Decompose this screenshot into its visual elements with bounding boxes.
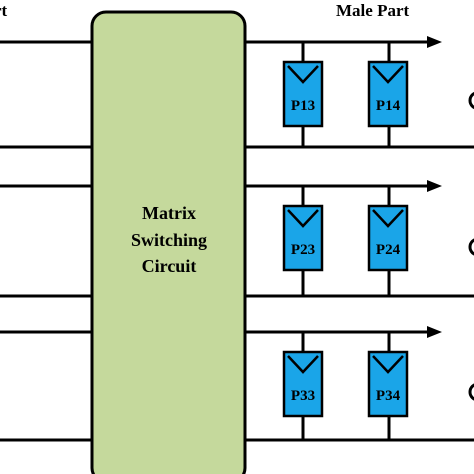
- panel-label: P13: [291, 98, 315, 114]
- envelope-mark-icon: [287, 209, 319, 228]
- matrix-switching-circuit-box: [90, 10, 247, 474]
- solar-panel-p23: P23: [282, 204, 324, 272]
- solar-panel-p14: P14: [367, 60, 409, 128]
- connector-circle-icon: [468, 91, 474, 110]
- panel-label: P14: [376, 98, 401, 114]
- female-part-label: rt: [0, 1, 8, 20]
- panel-label: P33: [291, 388, 315, 404]
- panel-body: [367, 204, 409, 272]
- arrowhead-icon: [427, 36, 442, 48]
- arrowhead-icon: [427, 180, 442, 192]
- connector-circle-icon: [468, 238, 474, 256]
- panel-label: P34: [376, 388, 401, 404]
- panel-body: [282, 350, 324, 418]
- panel-body: [367, 350, 409, 418]
- panel-body: [367, 60, 409, 128]
- solar-panel-p33: P33: [282, 350, 324, 418]
- panel-body: [282, 204, 324, 272]
- envelope-mark-icon: [372, 209, 404, 228]
- solar-panel-p13: P13: [282, 60, 324, 128]
- envelope-mark-icon: [287, 355, 319, 374]
- panel-label: P23: [291, 242, 315, 258]
- solar-panel-p34: P34: [367, 350, 409, 418]
- panel-label: P24: [376, 242, 401, 258]
- envelope-mark-icon: [372, 65, 404, 84]
- panel-body: [282, 60, 324, 128]
- envelope-mark-icon: [372, 355, 404, 374]
- arrowhead-icon: [427, 326, 442, 338]
- switch-box-label-line-1: Matrix: [142, 203, 196, 223]
- male-part-label: Male Part: [336, 1, 409, 20]
- solar-panel-p24: P24: [367, 204, 409, 272]
- switch-box-label-line-3: Circuit: [142, 256, 197, 276]
- envelope-mark-icon: [287, 65, 319, 84]
- switch-box-label-line-2: Switching: [131, 230, 207, 250]
- connector-circle-icon: [468, 383, 474, 401]
